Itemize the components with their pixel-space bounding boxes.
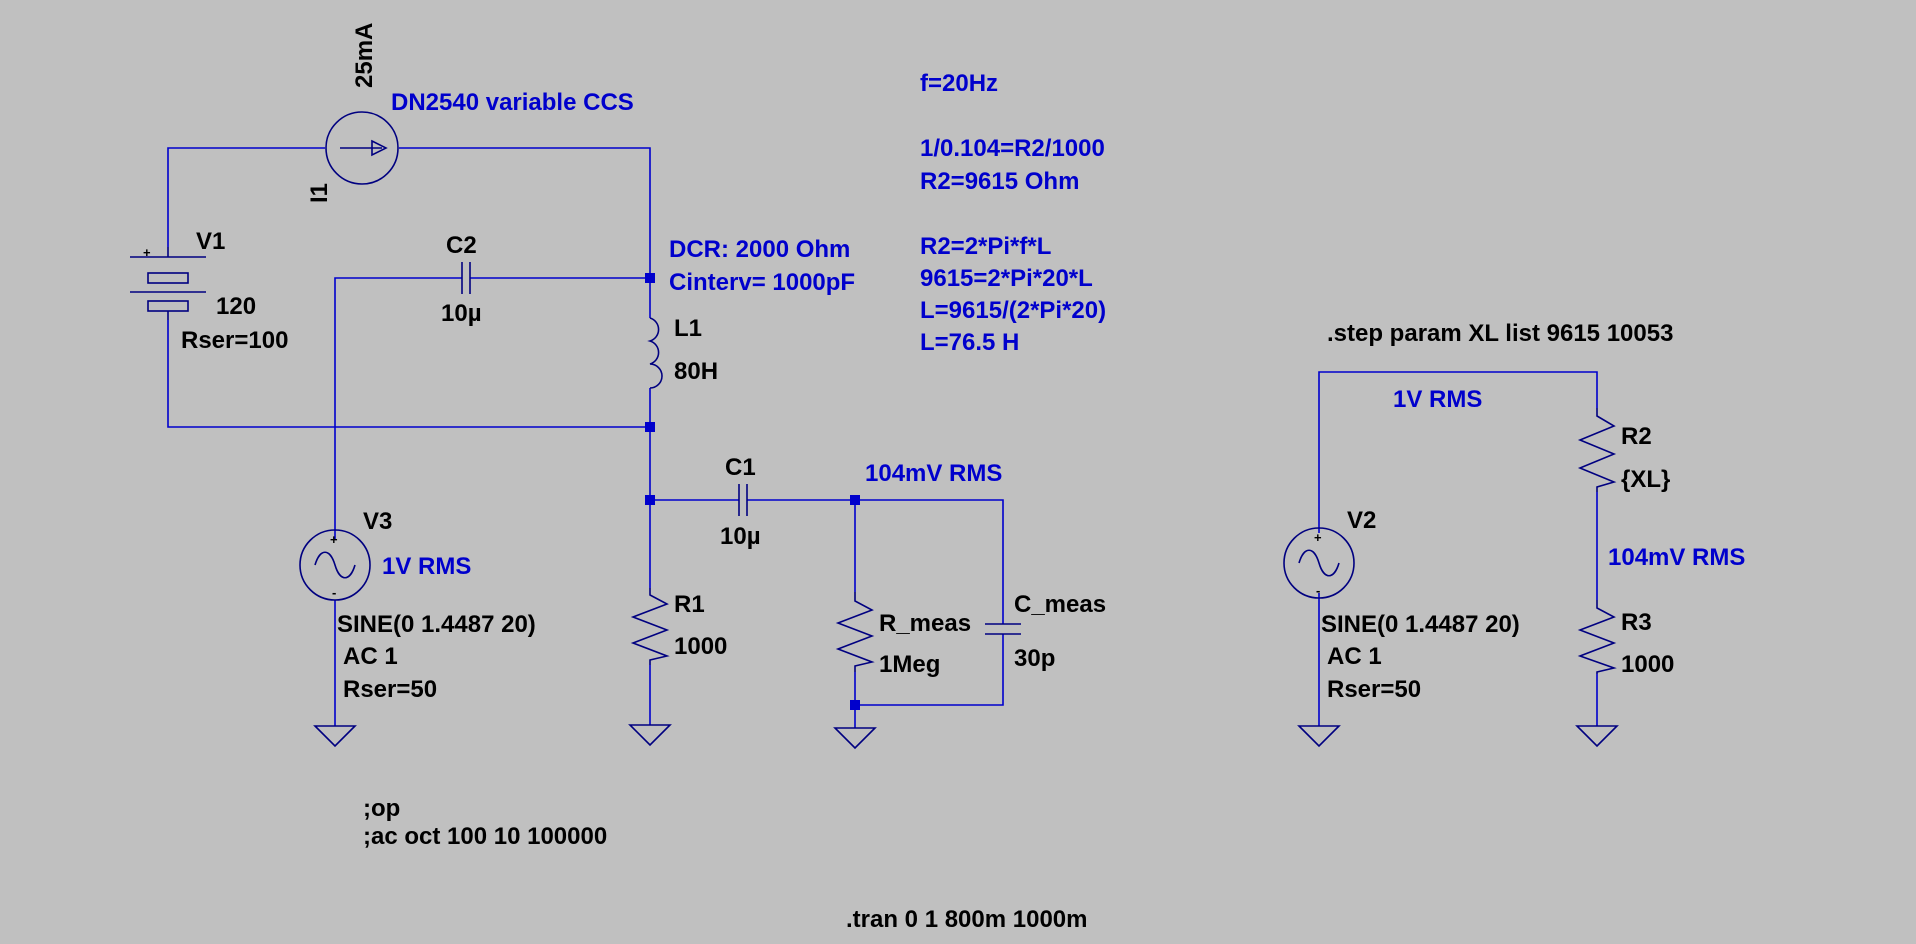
v1-rser: Rser=100 bbox=[181, 327, 288, 354]
step-directive[interactable]: .step param XL list 9615 10053 bbox=[1327, 320, 1673, 347]
ac-directive[interactable]: ;ac oct 100 10 100000 bbox=[363, 823, 607, 850]
resistor-r-meas[interactable] bbox=[835, 592, 875, 672]
sine-source-v3[interactable] bbox=[299, 529, 371, 601]
c2-ref: C2 bbox=[446, 232, 477, 259]
v2-plus-sign: + bbox=[1314, 530, 1322, 545]
calc-line: R2=9615 Ohm bbox=[920, 168, 1079, 195]
meas-rms-right-label: 104mV RMS bbox=[1608, 544, 1745, 571]
l1-value: 80H bbox=[674, 358, 718, 385]
i1-ref: I1 bbox=[306, 183, 333, 203]
v1-plus-sign: + bbox=[143, 245, 151, 260]
r-meas-value: 1Meg bbox=[879, 651, 940, 678]
capacitor-c-meas[interactable] bbox=[985, 623, 1021, 635]
r2-ref: R2 bbox=[1621, 423, 1652, 450]
sine-source-v2[interactable] bbox=[1283, 527, 1355, 599]
v3-minus-sign: - bbox=[332, 585, 336, 600]
capacitor-c2[interactable] bbox=[461, 262, 471, 294]
c1-ref: C1 bbox=[725, 454, 756, 481]
v2-rms: 1V RMS bbox=[1393, 386, 1482, 413]
r1-ref: R1 bbox=[674, 591, 705, 618]
tran-directive[interactable]: .tran 0 1 800m 1000m bbox=[846, 906, 1088, 933]
c-meas-value: 30p bbox=[1014, 645, 1055, 672]
l1-ref: L1 bbox=[674, 315, 702, 342]
v2-ref: V2 bbox=[1347, 507, 1376, 534]
resistor-r3[interactable] bbox=[1577, 600, 1617, 674]
c2-value: 10µ bbox=[441, 300, 482, 327]
v2-ac: AC 1 bbox=[1327, 643, 1382, 670]
i1-description: DN2540 variable CCS bbox=[391, 89, 634, 116]
i1-value: 25mA bbox=[351, 23, 378, 88]
r2-value: {XL} bbox=[1621, 466, 1670, 493]
c1-value: 10µ bbox=[720, 523, 761, 550]
l1-cinterv: Cinterv= 1000pF bbox=[669, 269, 855, 296]
v2-sine: SINE(0 1.4487 20) bbox=[1321, 611, 1520, 638]
op-directive[interactable]: ;op bbox=[363, 795, 400, 822]
battery-v1[interactable] bbox=[130, 247, 206, 320]
resistor-r2[interactable] bbox=[1577, 408, 1617, 492]
calc-line: L=9615/(2*Pi*20) bbox=[920, 297, 1106, 324]
ground-symbols bbox=[313, 724, 1619, 750]
v3-rser: Rser=50 bbox=[343, 676, 437, 703]
v1-ref: V1 bbox=[196, 228, 225, 255]
v3-ref: V3 bbox=[363, 508, 392, 535]
r3-ref: R3 bbox=[1621, 609, 1652, 636]
v3-rms: 1V RMS bbox=[382, 553, 471, 580]
r1-value: 1000 bbox=[674, 633, 727, 660]
v3-sine: SINE(0 1.4487 20) bbox=[337, 611, 536, 638]
calc-line: f=20Hz bbox=[920, 70, 998, 97]
calc-line: L=76.5 H bbox=[920, 329, 1019, 356]
calc-line: R2=2*Pi*f*L bbox=[920, 233, 1051, 260]
v3-plus-sign: + bbox=[330, 532, 338, 547]
v2-rser: Rser=50 bbox=[1327, 676, 1421, 703]
calculation-notes: f=20Hz 1/0.104=R2/1000 R2=9615 Ohm R2=2*… bbox=[920, 70, 1106, 356]
resistor-r1[interactable] bbox=[630, 588, 670, 665]
wires bbox=[167, 147, 1598, 728]
c-meas-ref: C_meas bbox=[1014, 591, 1106, 618]
v3-ac: AC 1 bbox=[343, 643, 398, 670]
capacitor-c1[interactable] bbox=[738, 484, 748, 516]
inductor-l1[interactable] bbox=[647, 317, 663, 389]
l1-dcr: DCR: 2000 Ohm bbox=[669, 236, 850, 263]
calc-line: 1/0.104=R2/1000 bbox=[920, 135, 1105, 162]
meas-rms-left-label: 104mV RMS bbox=[865, 460, 1002, 487]
current-source-i1[interactable] bbox=[325, 111, 399, 185]
v2-minus-sign: - bbox=[1316, 583, 1320, 598]
r-meas-ref: R_meas bbox=[879, 610, 971, 637]
v1-value: 120 bbox=[216, 293, 256, 320]
r3-value: 1000 bbox=[1621, 651, 1674, 678]
calc-line: 9615=2*Pi*20*L bbox=[920, 265, 1093, 292]
junctions bbox=[645, 273, 860, 710]
